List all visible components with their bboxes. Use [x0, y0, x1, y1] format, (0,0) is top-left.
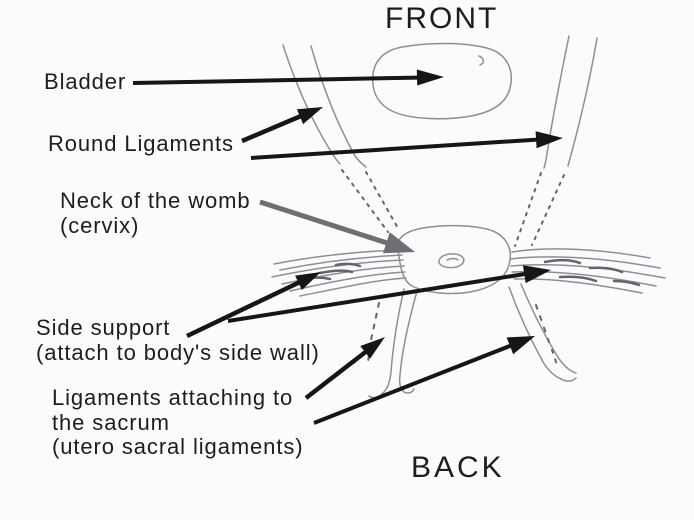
arrow-side-support-right: [227, 265, 551, 323]
label-side-support: Side support (attach to body's side wall…: [36, 315, 320, 365]
label-neck-of-womb-line2: (cervix): [60, 213, 140, 238]
label-round-ligaments: Round Ligaments: [48, 131, 234, 156]
arrow-side-support-left: [186, 272, 321, 339]
cervix-outline-sketch: [396, 224, 512, 295]
title-back: BACK: [411, 451, 505, 484]
uterosacral-right-sketch: [508, 283, 577, 382]
bladder-outline-sketch: [372, 42, 513, 120]
sketch-lines: [271, 35, 666, 399]
label-sacrum-line2: the sacrum: [52, 409, 170, 435]
label-sacrum-ligaments: Ligaments attaching to the sacrum (utero…: [52, 385, 304, 460]
side-support-left-sketch: [271, 249, 407, 297]
label-sacrum-line3: (utero sacral ligaments): [52, 434, 304, 459]
label-neck-of-womb-line1: Neck of the womb: [60, 188, 251, 213]
annotation-arrows: [132, 69, 563, 425]
arrow-uterosacral-left: [304, 337, 385, 400]
arrow-uterosacral-right: [313, 336, 535, 425]
arrow-round-ligament-left: [241, 107, 323, 144]
label-side-support-line1: Side support: [36, 315, 171, 340]
round-ligament-right-sketch: [514, 35, 598, 247]
label-bladder: Bladder: [44, 69, 127, 94]
label-side-support-line2: (attach to body's side wall): [36, 340, 320, 365]
arrow-bladder: [132, 69, 444, 86]
arrow-cervix: [259, 199, 415, 254]
title-front: FRONT: [385, 2, 499, 35]
label-sacrum-line1: Ligaments attaching to: [52, 385, 294, 410]
arrow-round-ligament-right: [250, 131, 563, 160]
label-neck-of-womb: Neck of the womb (cervix): [60, 188, 250, 238]
round-ligament-left-sketch: [282, 44, 400, 233]
